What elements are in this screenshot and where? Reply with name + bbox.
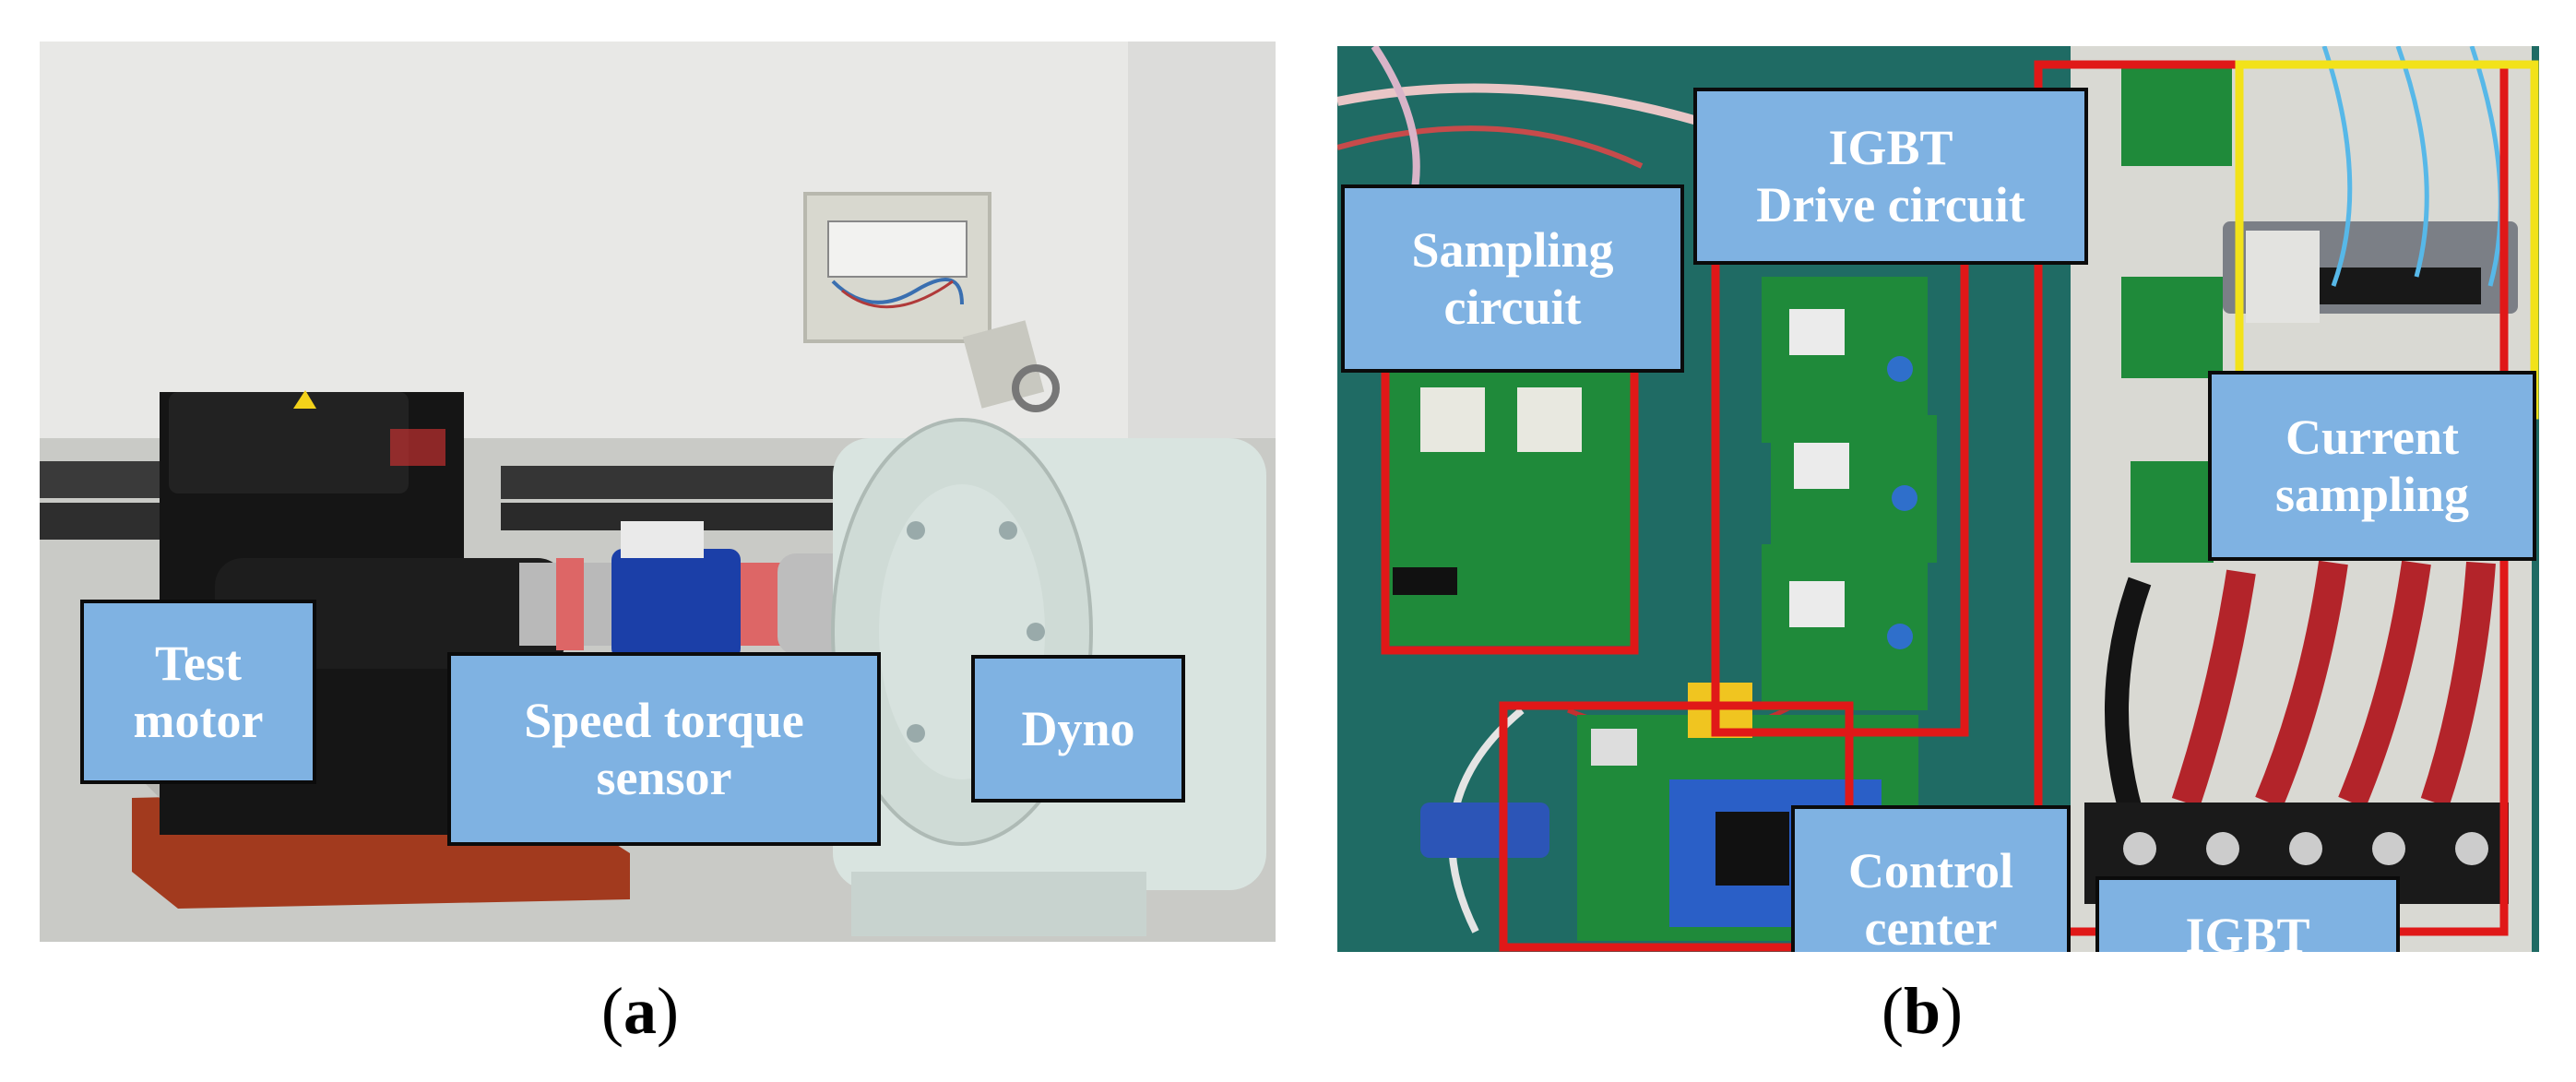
speed-torque-sensor-shape bbox=[611, 549, 741, 660]
label-control-center: Control center bbox=[1791, 805, 2071, 952]
label-igbt: IGBT bbox=[2095, 876, 2400, 952]
photo-test-bench: Test motor Speed torque sensor Dyno bbox=[40, 42, 1276, 942]
test-bench-illustration bbox=[40, 42, 1276, 942]
label-test-motor: Test motor bbox=[80, 600, 316, 784]
label-sampling-circuit: Sampling circuit bbox=[1341, 184, 1684, 373]
label-igbt-drive-circuit: IGBT Drive circuit bbox=[1693, 88, 2088, 265]
label-speed-torque-sensor: Speed torque sensor bbox=[447, 652, 881, 846]
label-dyno: Dyno bbox=[971, 655, 1185, 803]
label-current-sampling: Current sampling bbox=[2208, 371, 2536, 561]
caption-a: (a) bbox=[601, 974, 679, 1048]
caption-b: (b) bbox=[1882, 974, 1964, 1048]
photo-controller-hardware: Sampling circuit IGBT Drive circuit Curr… bbox=[1337, 46, 2539, 952]
